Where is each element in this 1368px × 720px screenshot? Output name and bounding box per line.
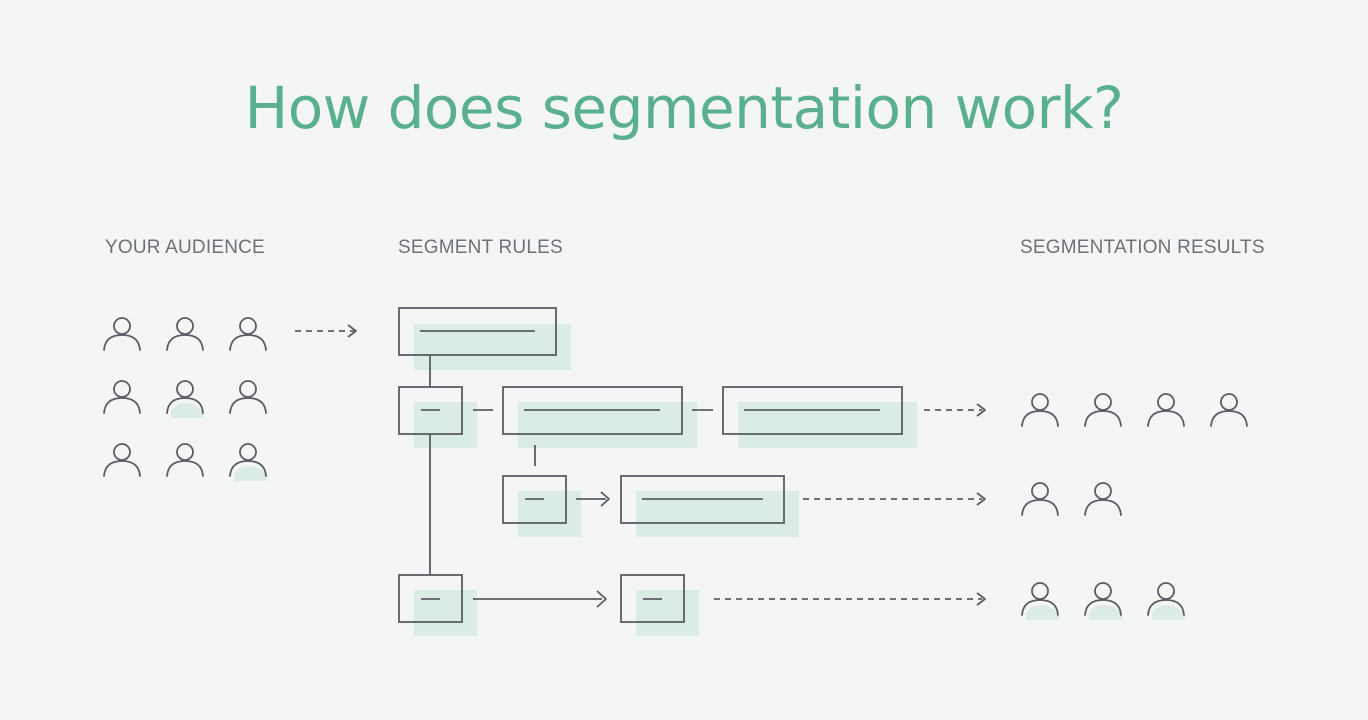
rules-column-label: SEGMENT RULES <box>398 237 563 258</box>
rule-box <box>398 307 557 356</box>
rule-boxes <box>398 307 903 623</box>
person-icon <box>1021 393 1059 427</box>
rule-box <box>502 475 567 524</box>
arrow-right-icon <box>714 592 986 606</box>
person-icon <box>103 317 141 351</box>
arrow-right-icon <box>295 324 357 338</box>
audience-group <box>103 317 268 482</box>
person-icon <box>1084 393 1122 427</box>
person-icon <box>1021 482 1059 516</box>
person-icon <box>1147 393 1185 427</box>
rule-box <box>398 574 463 623</box>
rule-box <box>502 386 683 435</box>
person-icon <box>1084 582 1123 621</box>
rule-connectors <box>429 355 713 608</box>
rule-box <box>620 475 785 524</box>
person-icon <box>1084 482 1122 516</box>
person-icon <box>103 380 141 414</box>
result-arrows <box>714 403 986 606</box>
person-icon <box>103 443 141 477</box>
person-icon <box>166 380 205 419</box>
rule-highlights <box>414 324 917 636</box>
arrow-right-icon <box>803 492 986 506</box>
rule-box <box>620 574 685 623</box>
audience-column-label: YOUR AUDIENCE <box>105 237 265 258</box>
person-icon <box>229 443 268 482</box>
person-icon <box>166 317 204 351</box>
results-group <box>1021 393 1248 621</box>
rule-box <box>722 386 903 435</box>
person-icon <box>229 380 267 414</box>
person-icon <box>166 443 204 477</box>
person-icon <box>1210 393 1248 427</box>
results-column-label: SEGMENTATION RESULTS <box>1020 237 1265 258</box>
person-icon <box>1021 582 1060 621</box>
person-icon <box>1147 582 1186 621</box>
arrow-right-icon <box>924 403 986 417</box>
rule-box <box>398 386 463 435</box>
person-icon <box>229 317 267 351</box>
page-title: How does segmentation work? <box>244 74 1124 142</box>
